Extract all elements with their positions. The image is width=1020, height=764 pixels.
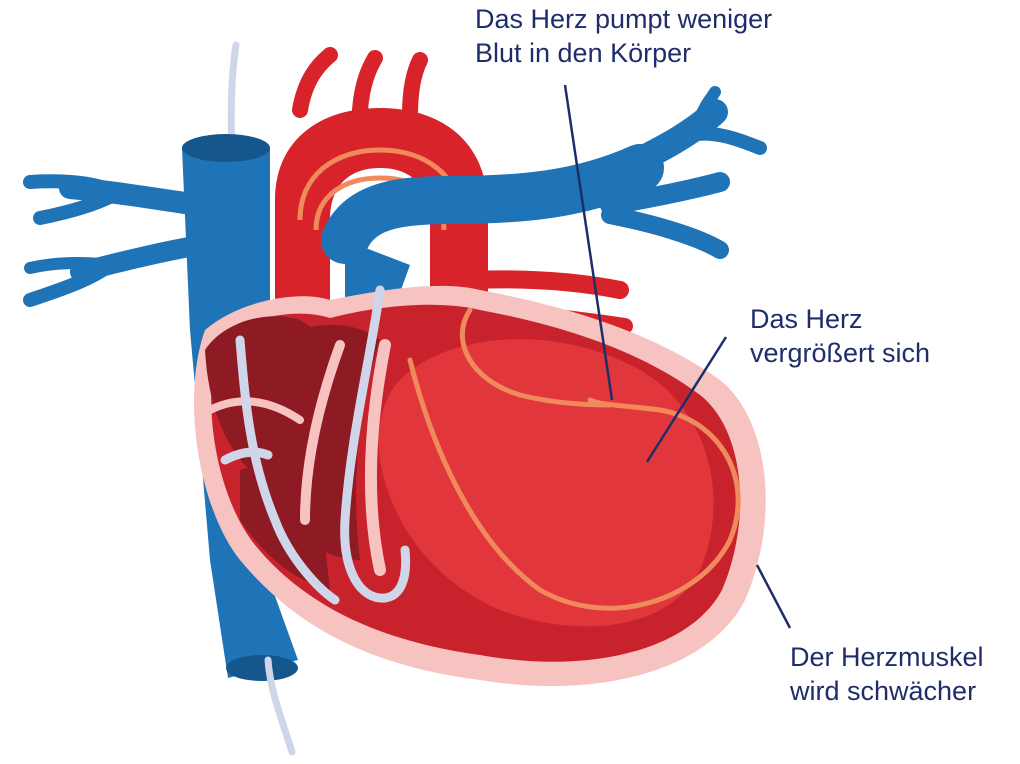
label-heart-enlarges: Das Herz vergrößert sich: [750, 302, 930, 370]
label-muscle-weakens-line2: wird schwächer: [790, 674, 984, 708]
label-pumps-less: Das Herz pumpt weniger Blut in den Körpe…: [475, 2, 772, 70]
label-heart-enlarges-line2: vergrößert sich: [750, 336, 930, 370]
label-muscle-weakens: Der Herzmuskel wird schwächer: [790, 640, 984, 708]
vena-cava-bottom-opening: [226, 655, 298, 681]
label-heart-enlarges-line1: Das Herz: [750, 302, 930, 336]
left-pulmonary-veins: [30, 181, 200, 300]
vena-cava-top-opening: [182, 134, 270, 162]
leader-weakens: [757, 565, 790, 628]
label-muscle-weakens-line1: Der Herzmuskel: [790, 640, 984, 674]
label-pumps-less-line1: Das Herz pumpt weniger: [475, 2, 772, 36]
label-pumps-less-line2: Blut in den Körper: [475, 36, 772, 70]
